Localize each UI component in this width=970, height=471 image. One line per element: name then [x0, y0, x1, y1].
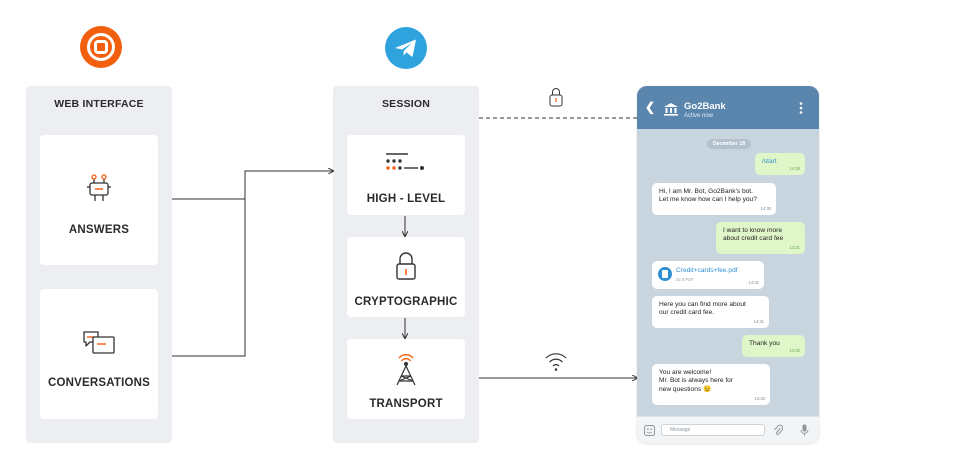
file-name[interactable]: Credit+cards+fee.pdf	[676, 267, 738, 274]
message-bubble-out: /start 14:28	[755, 153, 805, 175]
telegram-phone-mockup: ❮ Go2Bank Active now December 18 /start …	[637, 86, 819, 443]
list-dots-icon	[386, 153, 424, 170]
message-line: I want to know more	[723, 227, 783, 234]
message-bubble-out: I want to know more about credit card fe…	[716, 222, 805, 254]
web-interface-panel: WEB INTERFACE ANSWERS CONVERSATIONS	[26, 86, 172, 443]
message-bubble-in: You are welcome! Mr. Bot is always here …	[652, 364, 770, 405]
wifi-icon	[545, 353, 567, 371]
message-time: 14:33	[754, 395, 765, 401]
message-bubble-in: Hi, I am Mr. Bot, Go2Bank's bot. Let me …	[652, 183, 776, 215]
message-line: about credit card fee	[723, 235, 784, 243]
back-arrow-icon[interactable]: ❮	[645, 100, 656, 114]
conversations-connector	[172, 171, 333, 357]
message-time: 14:30	[760, 205, 771, 211]
lock-icon	[396, 252, 416, 280]
file-message-bubble[interactable]: Credit+cards+fee.pdf 32.9 PDF 14:31	[652, 261, 764, 289]
message-input[interactable]: Message	[661, 424, 765, 436]
robot-icon	[87, 174, 111, 201]
date-separator: December 18	[707, 139, 751, 149]
sticker-icon[interactable]	[644, 425, 655, 436]
session-title: SESSION	[381, 98, 431, 110]
message-bubble-out: Thank you 14:32	[742, 335, 805, 357]
message-line: Hi, I am Mr. Bot, Go2Bank's bot.	[659, 188, 753, 195]
message-line: Here you can find more about	[659, 301, 746, 308]
attach-icon[interactable]	[773, 424, 783, 437]
chat-area: December 18 /start 14:28 Hi, I am Mr. Bo…	[637, 129, 819, 416]
message-bubble-in: Here you can find more about our credit …	[652, 296, 769, 328]
message-time: 14:32	[789, 347, 800, 353]
link-lock-icon	[549, 88, 563, 107]
message-text[interactable]: /start	[762, 158, 777, 165]
answers-card[interactable]: ANSWERS	[40, 135, 158, 265]
session-panel: SESSION HIGH - LEVEL CRYPTOGRAPHIC TRANS…	[333, 86, 479, 443]
chat-title: Go2Bank	[684, 101, 726, 112]
more-menu-icon[interactable]	[799, 102, 803, 114]
conversations-card[interactable]: CONVERSATIONS	[40, 289, 158, 419]
message-line: You are welcome!	[659, 369, 712, 376]
antenna-icon	[396, 354, 416, 386]
chat-bubbles-icon	[83, 331, 115, 354]
message-time: 14:31	[753, 318, 764, 324]
high-level-card[interactable]: HIGH - LEVEL	[347, 135, 465, 215]
chat-status: Active now	[684, 113, 714, 119]
message-time: 14:31	[789, 244, 800, 250]
chat-header: ❮ Go2Bank Active now	[637, 86, 819, 129]
message-line: our credit card fee.	[659, 309, 714, 317]
message-time: 14:31	[748, 279, 759, 285]
cryptographic-label: CRYPTOGRAPHIC	[354, 296, 458, 308]
message-input-bar: Message	[637, 416, 819, 443]
web-interface-title: WEB INTERFACE	[54, 98, 144, 110]
transport-card[interactable]: TRANSPORT	[347, 339, 465, 419]
document-icon	[658, 267, 672, 281]
platform-logo-icon	[80, 26, 122, 68]
microphone-icon[interactable]	[800, 424, 809, 437]
cryptographic-card[interactable]: CRYPTOGRAPHIC	[347, 237, 465, 317]
message-text: Thank you	[749, 340, 780, 347]
bank-avatar-icon	[664, 103, 678, 116]
telegram-logo-icon	[385, 27, 427, 69]
high-level-label: HIGH - LEVEL	[366, 193, 446, 205]
transport-label: TRANSPORT	[369, 398, 443, 410]
answers-label: ANSWERS	[68, 224, 130, 236]
message-line: Let me know how can I help you?	[659, 196, 757, 204]
conversations-label: CONVERSATIONS	[47, 377, 151, 389]
file-size: 32.9 PDF	[676, 277, 694, 282]
message-line: Mr. Bot is always here for	[659, 377, 734, 385]
message-line: new questions 😉	[659, 385, 712, 393]
message-time: 14:28	[789, 165, 800, 171]
